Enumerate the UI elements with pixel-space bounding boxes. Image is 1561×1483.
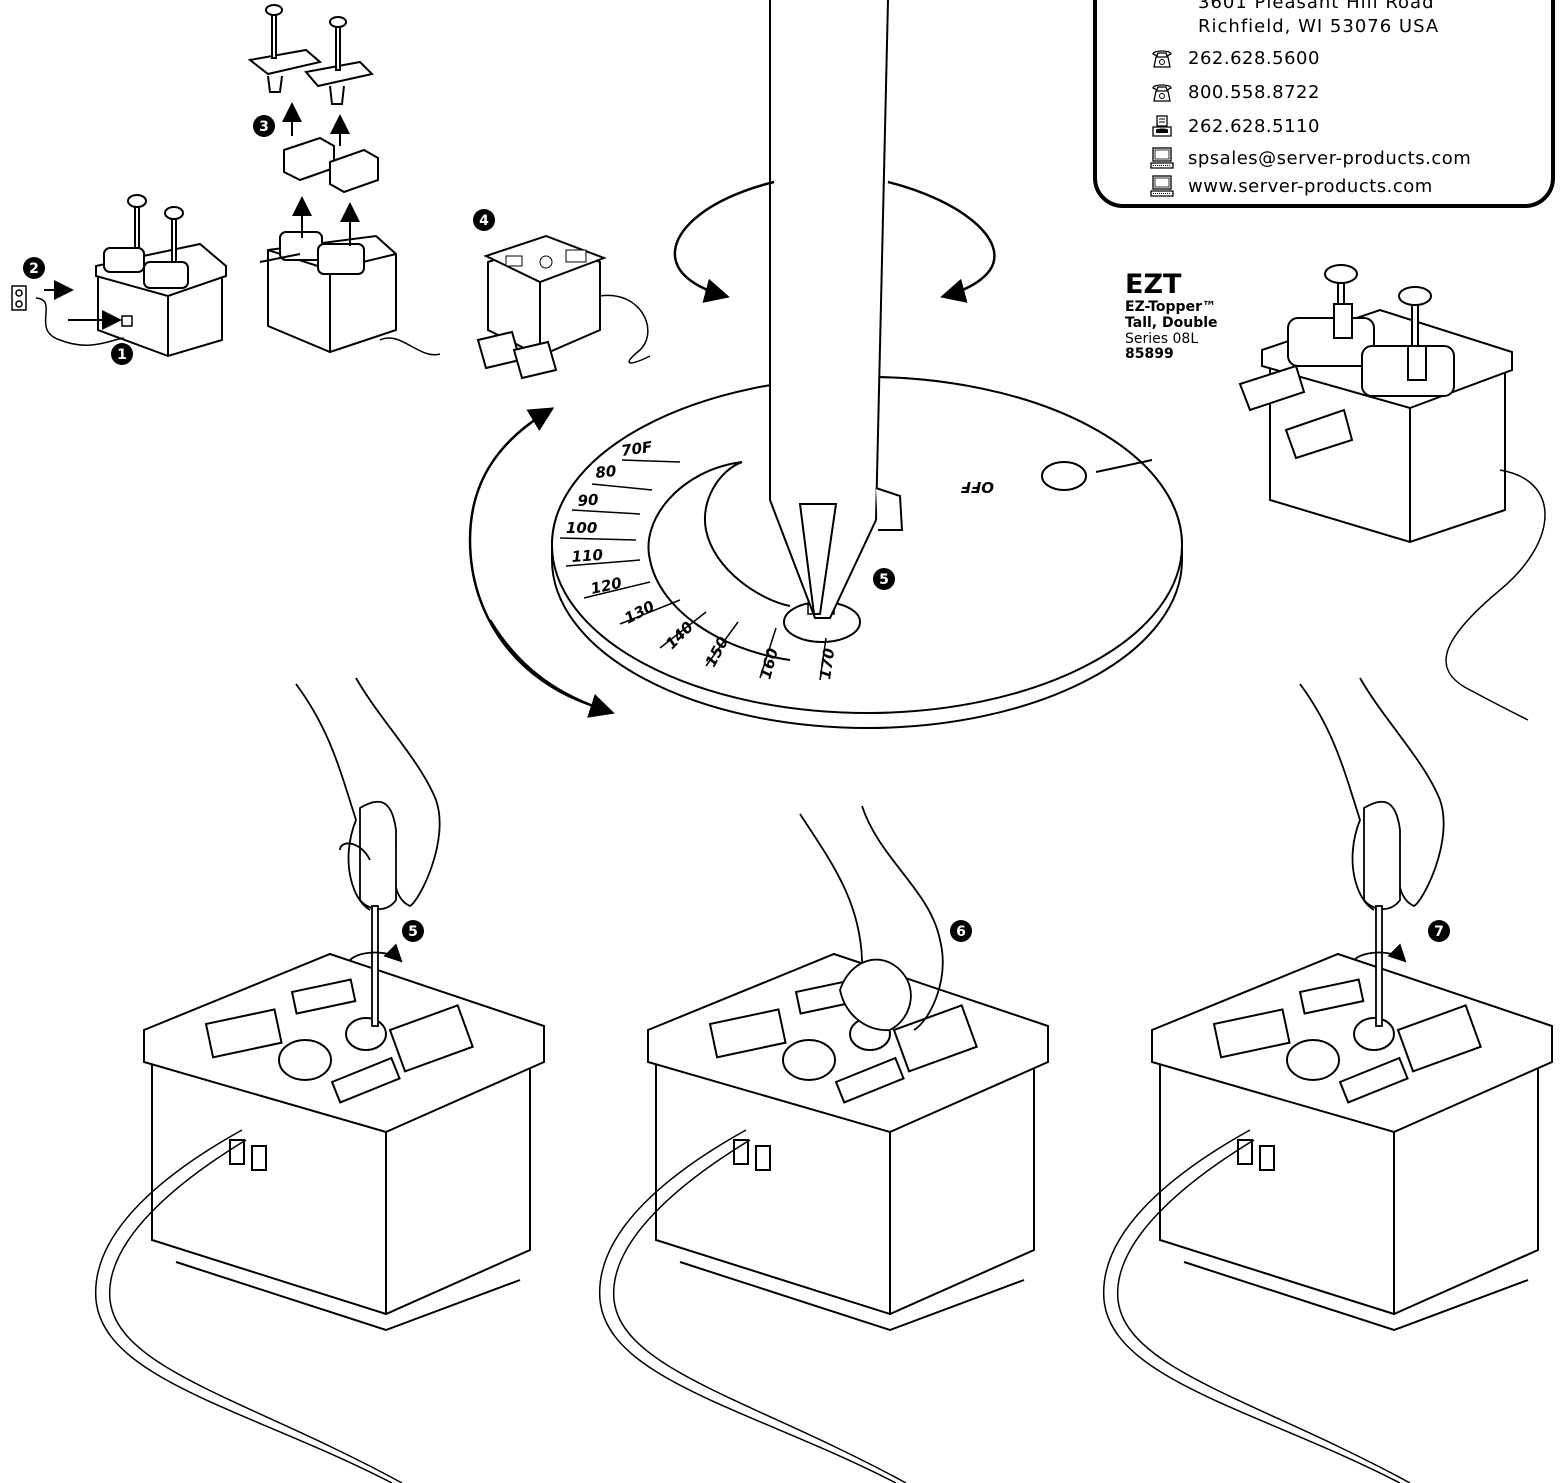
contact-row-web: www.server-products.com [1150,172,1433,200]
contact-row-email: spsales@server-products.com [1150,144,1471,172]
ez-topper-unit [1238,264,1546,721]
hand-screwdriver-right [1299,677,1445,1027]
step-label-6: 6 [956,924,966,940]
product-name: EZ-Topper™ [1125,299,1216,316]
power-outlet [11,285,27,311]
screwdriver-shaft-large [769,0,904,619]
step-badge-3 [253,115,275,137]
contact-box [1093,0,1555,208]
exploded-arrows [282,102,360,246]
contact-row-phone1: 262.628.5600 [1150,44,1320,72]
unit-bottom-left [95,952,545,1483]
step-label-5-dial: 5 [879,572,889,588]
step-badges: 2 1 3 4 5 5 6 7 [23,115,1450,942]
unit-with-lids-small [95,194,227,358]
step-label-2: 2 [29,261,39,277]
step-badge-5-dial [873,568,895,590]
fax-number: 262.628.5110 [1188,115,1320,137]
phone-1: 262.628.5600 [1188,47,1320,69]
computer-icon [1150,175,1174,197]
dial-label-110: 110 [571,546,603,566]
plug-cord [35,280,125,347]
contact-row-phone2: 800.558.8722 [1150,78,1320,106]
step-badge-6 [950,920,972,942]
product-part-number: 85899 [1125,346,1174,363]
hand-screwdriver-left [295,677,441,1027]
dial-label-100: 100 [566,519,597,537]
computer-icon [1150,147,1174,169]
contact-row-fax: 262.628.5110 [1150,112,1320,140]
step-badge-2 [23,257,45,279]
rotation-arrows [468,180,996,718]
step-label-1: 1 [117,347,127,363]
dial-label-70f: 70F [620,438,654,460]
phone-icon [1152,84,1172,102]
phone-2: 800.558.8722 [1188,81,1320,103]
fax-icon [1152,115,1172,137]
step-label-4: 4 [479,213,489,229]
exploded-brackets [247,4,379,194]
step-badge-4 [473,209,495,231]
address-line-2: Richfield, WI 53076 USA [1198,16,1440,37]
product-variant: Tall, Double [1125,314,1218,331]
dial-label-off: OFF [960,478,994,496]
unit-inverted [476,234,651,380]
address-line-1: 3601 Pleasant Hill Road [1198,0,1435,13]
phone-icon [1152,50,1172,68]
dial-label-80: 80 [595,462,618,482]
dial-label-170: 170 [816,647,838,681]
website-url: www.server-products.com [1188,175,1433,197]
step-label-5: 5 [408,924,418,940]
dial-tick-lines [559,459,827,681]
dial-plate [551,376,1183,729]
product-code: EZT [1125,269,1182,300]
step-badge-5 [402,920,424,942]
hand-turning-dial [799,805,944,1031]
step-badge-7 [1428,920,1450,942]
unit-open-tanks [259,231,441,356]
product-label: EZT EZ-Topper™ Tall, Double Series 08L 8… [1125,269,1218,363]
step-label-7: 7 [1434,924,1444,940]
unit-bottom-middle [599,952,1049,1483]
product-series: Series 08L [1125,330,1199,347]
email-address: spsales@server-products.com [1188,147,1472,169]
step-badge-1 [111,343,133,365]
unit-bottom-right [1103,952,1553,1483]
step-label-3: 3 [259,119,269,135]
dial-label-90: 90 [577,491,599,510]
